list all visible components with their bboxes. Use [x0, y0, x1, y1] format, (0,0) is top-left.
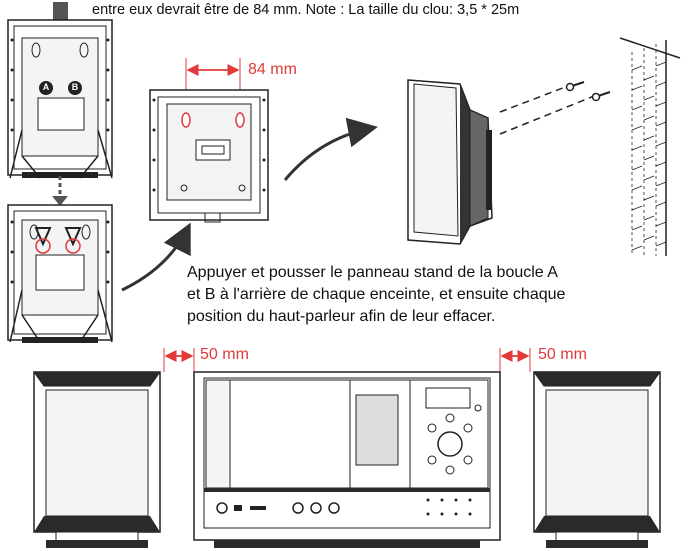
power-button-icon — [216, 502, 228, 514]
lcd-display — [425, 387, 471, 409]
curved-arrow-icon — [283, 117, 378, 181]
card-slot-icon — [250, 506, 266, 510]
volume-knob-icon — [437, 431, 463, 457]
screw-icon — [565, 81, 585, 92]
gap-dimension-left — [163, 348, 195, 372]
screw-icon — [591, 91, 611, 102]
screw-distance-label: 84 mm — [248, 61, 297, 78]
hook-a-highlight — [35, 238, 51, 254]
step1-bracket — [7, 2, 113, 179]
gap-right-label: 50 mm — [538, 346, 587, 363]
step2-bracket — [7, 204, 113, 343]
gap-left-label: 50 mm — [200, 346, 249, 363]
hook-b-indicator — [64, 227, 82, 247]
left-speaker-front — [33, 371, 161, 548]
curved-arrow-icon — [121, 222, 191, 292]
hook-a-marker — [39, 81, 53, 95]
mounting-plate — [149, 58, 269, 223]
top-instruction-text: entre eux devrait être de 84 mm. Note : … — [92, 2, 520, 18]
display-window — [355, 394, 399, 466]
wall — [619, 37, 681, 256]
speaker-side-view — [407, 79, 493, 245]
right-speaker-front — [533, 371, 661, 548]
hook-b-label: B — [71, 82, 79, 92]
mount-instruction-line1: Appuyer et pousser le panneau stand de l… — [187, 264, 558, 281]
mount-instruction-line3: position du haut-parleur afin de leur ef… — [187, 308, 496, 325]
usb-port-icon — [234, 505, 242, 511]
hook-b-highlight — [65, 238, 81, 254]
hook-a-indicator — [34, 227, 52, 247]
hook-a-label: A — [42, 82, 50, 92]
gap-dimension-right — [499, 348, 531, 372]
main-unit — [193, 371, 501, 548]
step-connector-arrow — [52, 176, 68, 206]
hook-b-marker — [68, 81, 82, 95]
mount-instruction-line2: et B à l'arrière de chaque enceinte, et … — [187, 286, 566, 303]
screws — [499, 81, 611, 135]
